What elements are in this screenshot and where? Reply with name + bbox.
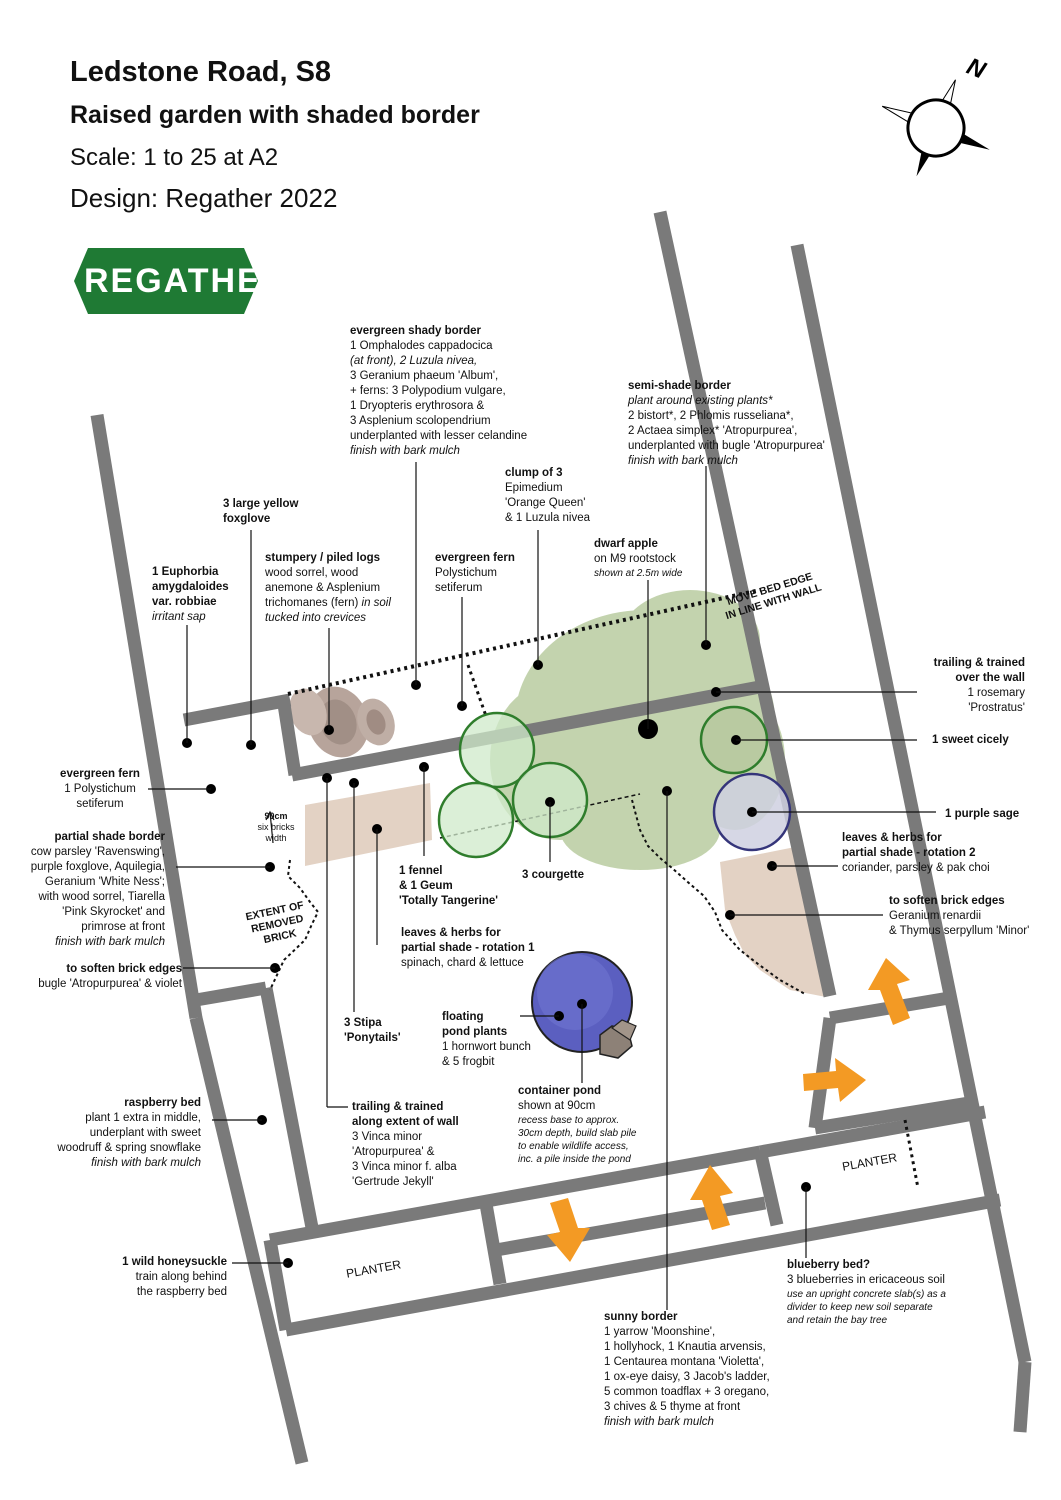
scale-text: Scale: 1 to 25 at A2 <box>70 144 279 171</box>
label-sweet-cicely: 1 sweet cicely <box>932 734 1009 746</box>
label-width-note: 90cm six bricks width <box>257 811 295 843</box>
label-honeysuckle: 1 wild honeysuckle train along behind th… <box>122 1256 227 1298</box>
design-credit: Design: Regather 2022 <box>70 183 338 213</box>
label-evergreen-fern-left: evergreen fern 1 Polystichum setiferum <box>60 768 140 810</box>
label-raspberry-bed: raspberry bed plant 1 extra in middle, u… <box>57 1097 201 1169</box>
label-dwarf-apple: dwarf apple on M9 rootstock shown at 2.5… <box>594 538 683 579</box>
courgette-circle-1 <box>437 781 515 859</box>
label-evergreen-shady-border: evergreen shady border 1 Omphalodes capp… <box>350 325 528 457</box>
label-rotation-2: leaves & herbs for partial shade - rotat… <box>842 832 990 874</box>
dotted-guides <box>269 588 920 1189</box>
label-stipa: 3 Stipa 'Ponytails' <box>344 1017 401 1044</box>
page-subtitle: Raised garden with shaded border <box>70 101 480 129</box>
regather-logo: REGATHER <box>74 248 258 314</box>
label-rosemary: trailing & trained over the wall 1 rosem… <box>933 657 1025 714</box>
label-floating-pond-plants: floating pond plants 1 hornwort bunch & … <box>442 1011 531 1068</box>
label-container-pond: container pond shown at 90cm recess base… <box>518 1085 637 1165</box>
fennel-geum-circle <box>458 711 536 789</box>
label-vinca: trailing & trained along extent of wall … <box>352 1101 459 1188</box>
svg-text:REGATHER: REGATHER <box>84 262 258 300</box>
page-title: Ledstone Road, S8 <box>70 56 332 88</box>
arrow-up-right <box>868 958 910 1025</box>
rotation1-bed <box>305 783 432 866</box>
label-partial-shade-border: partial shade border cow parsley 'Ravens… <box>30 831 165 948</box>
label-sunny-border: sunny border 1 yarrow 'Moonshine', 1 hol… <box>604 1311 770 1428</box>
access-arrows <box>547 958 910 1262</box>
label-courgette: 3 courgette <box>522 869 584 881</box>
label-clump-epimedium: clump of 3 Epimedium 'Orange Queen' & 1 … <box>505 467 591 524</box>
label-purple-sage: 1 purple sage <box>945 808 1020 820</box>
label-rotation-1: leaves & herbs for partial shade - rotat… <box>401 927 535 969</box>
leader-lines <box>148 462 936 1310</box>
label-foxglove: 3 large yellow foxglove <box>223 498 299 525</box>
label-stumpery: stumpery / piled logs wood sorrel, wood … <box>265 552 391 624</box>
label-semi-shade-border: semi-shade border plant around existing … <box>628 380 825 467</box>
arrow-right <box>803 1058 866 1102</box>
arrow-up-center <box>690 1165 733 1230</box>
label-evergreen-fern-top: evergreen fern Polystichum setiferum <box>435 552 515 594</box>
label-soften-right: to soften brick edges Geranium renardii … <box>889 895 1030 937</box>
arrow-down <box>547 1198 590 1262</box>
compass <box>881 79 990 177</box>
label-fennel-geum: 1 fennel & 1 Geum 'Totally Tangerine' <box>399 865 498 907</box>
label-euphorbia: 1 Euphorbia amygdaloides var. robbiae ir… <box>152 566 229 623</box>
north-label: N <box>963 53 990 85</box>
label-soften-left: to soften brick edges bugle 'Atropurpure… <box>38 963 182 990</box>
label-blueberry-bed: blueberry bed? 3 blueberries in ericaceo… <box>787 1259 946 1326</box>
